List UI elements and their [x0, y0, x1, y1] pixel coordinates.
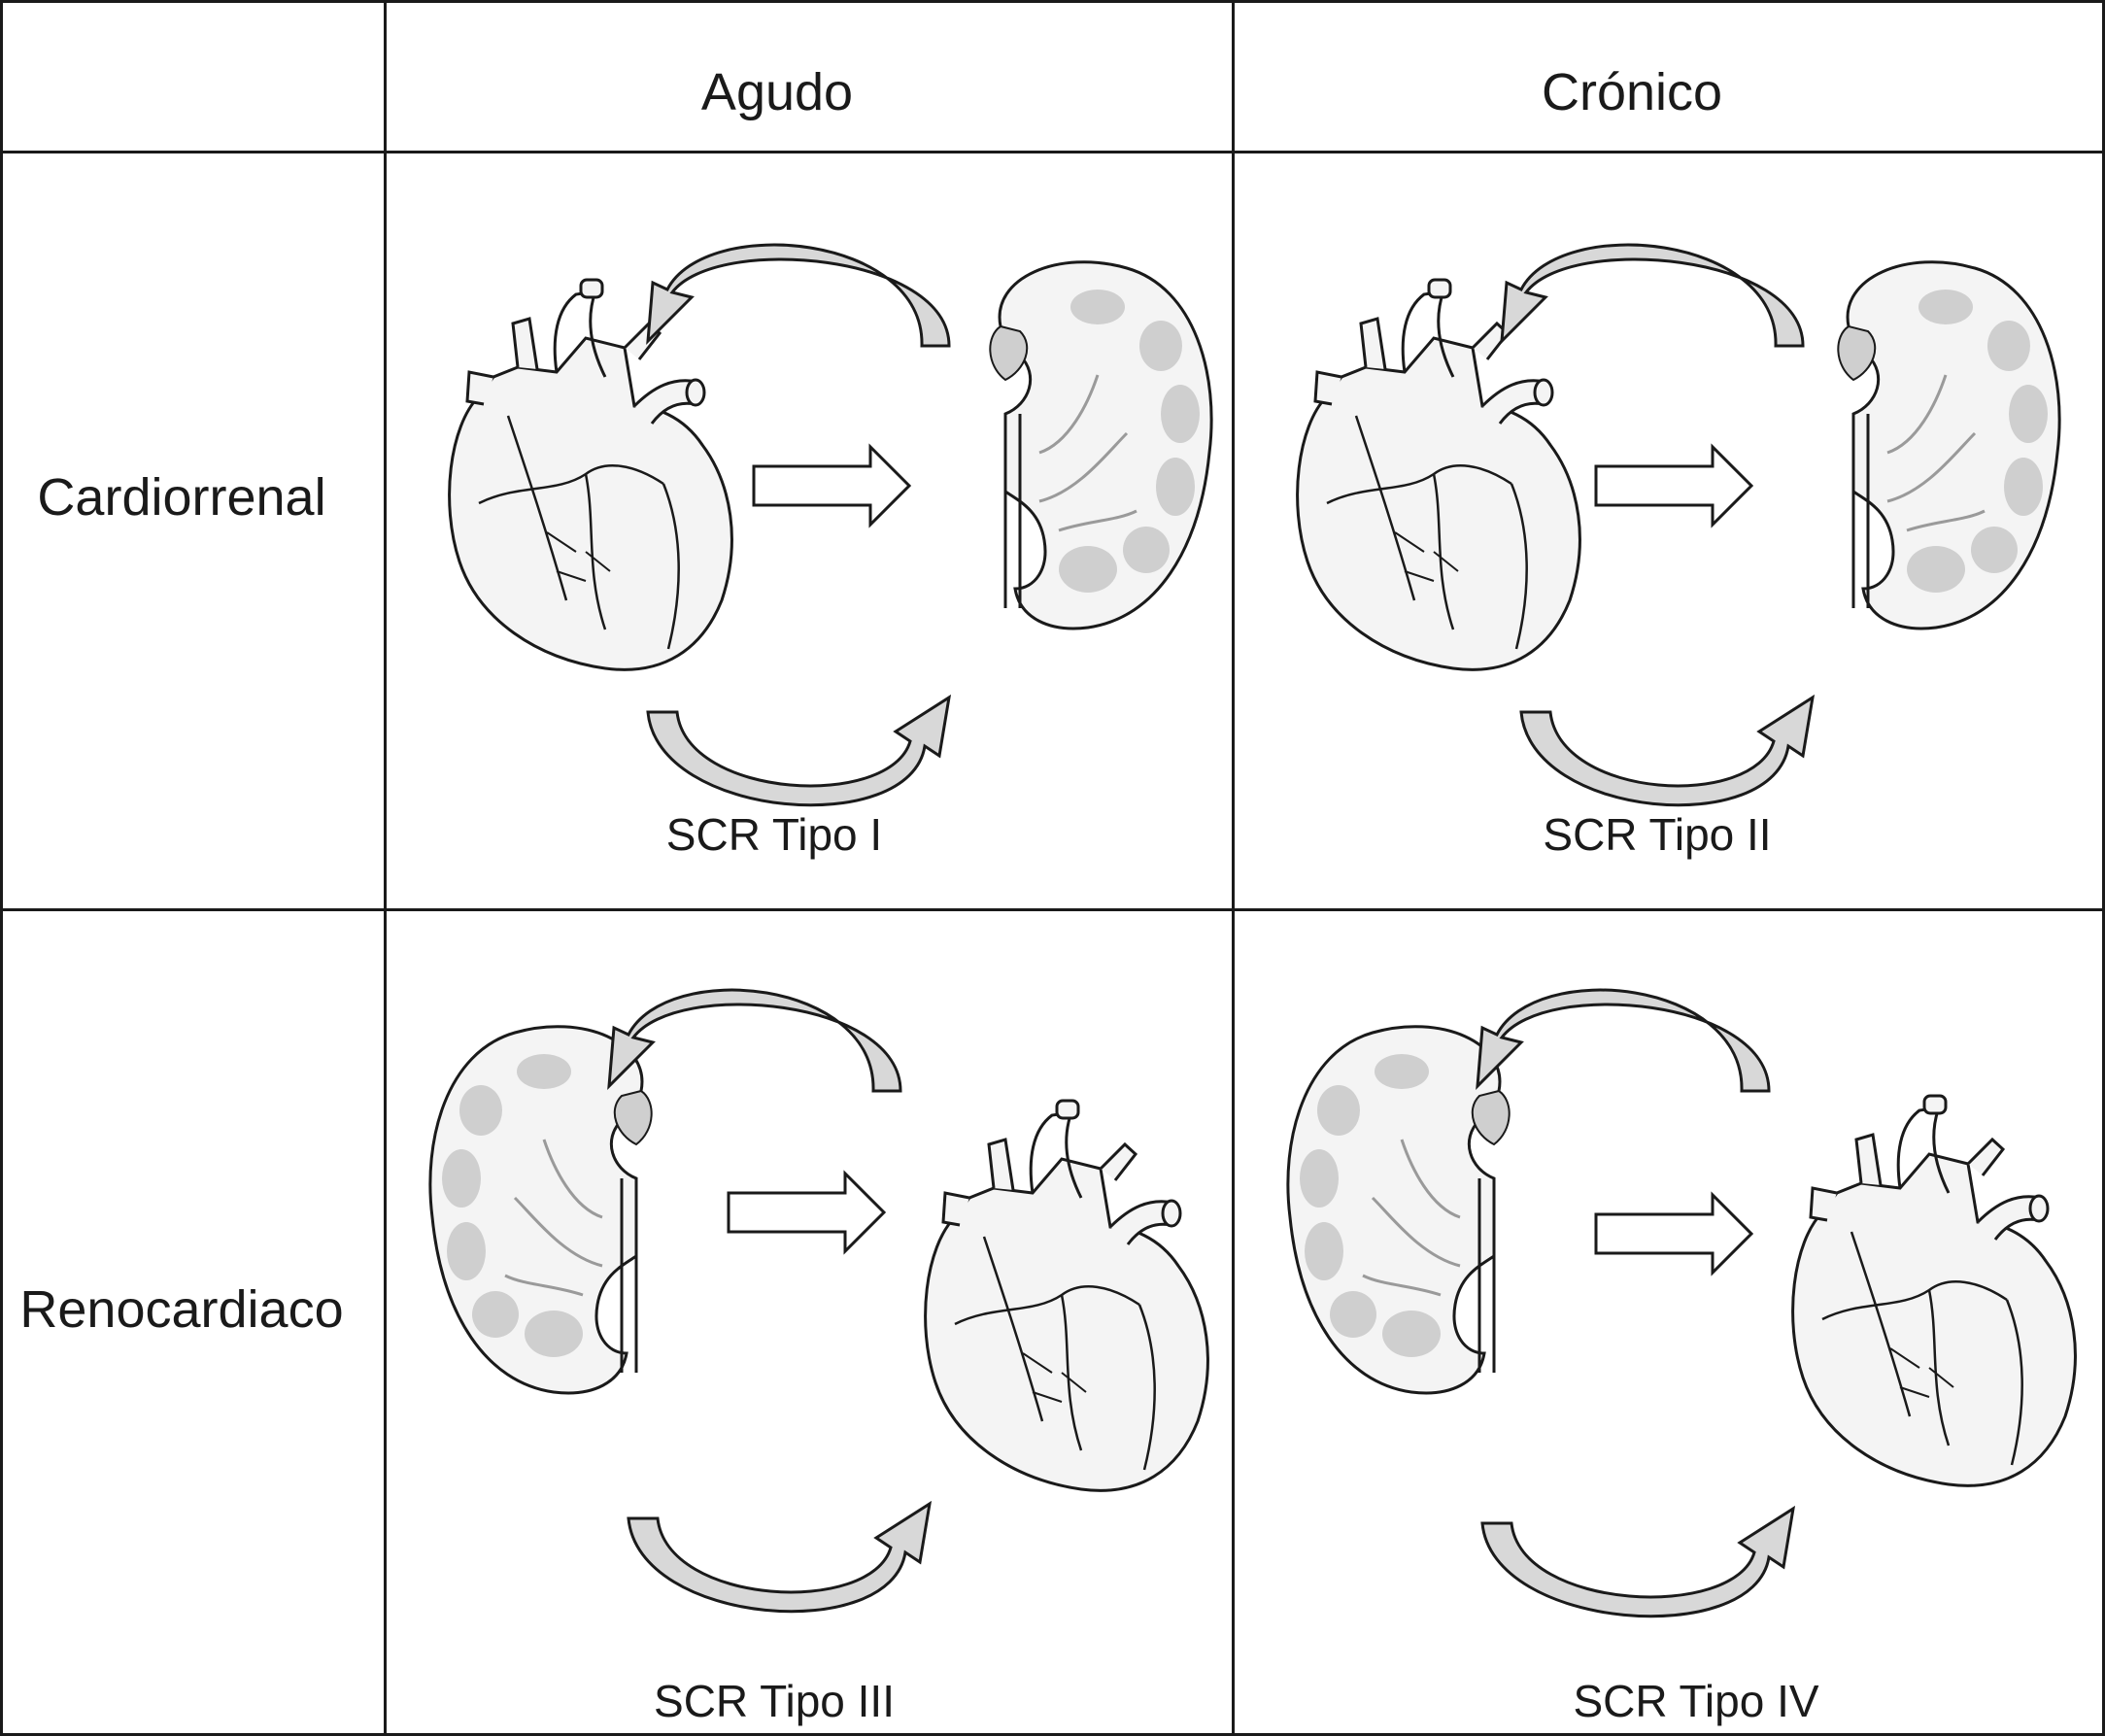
syndrome-diagram — [1286, 988, 2077, 1618]
progression-arrow — [727, 1170, 887, 1255]
feedback-arrow-bottom — [627, 1500, 933, 1614]
progression-arrow — [1594, 443, 1754, 528]
kidney-icon — [1286, 1025, 1511, 1395]
cell-scr-tipo-1 — [387, 153, 1232, 908]
row-label-cardiorrenal: Cardiorrenal — [37, 468, 326, 527]
caption-scr-tipo-1: SCR Tipo I — [665, 809, 883, 860]
cell-scr-tipo-2 — [1235, 153, 2102, 908]
column-header-agudo: Agudo — [700, 63, 854, 121]
syndrome-diagram — [448, 243, 1213, 807]
heart-icon — [1791, 1094, 2077, 1487]
table-row-divider-1 — [0, 151, 2105, 153]
caption-scr-tipo-4: SCR Tipo IV — [1573, 1676, 1819, 1726]
feedback-arrow-bottom — [1519, 694, 1816, 807]
feedback-arrow-top — [1476, 988, 1771, 1093]
column-header-cronico: Crónico — [1541, 63, 1723, 121]
table-border-left — [0, 0, 3, 1736]
table-border-bottom — [0, 1733, 2105, 1736]
feedback-arrow-top — [646, 243, 951, 348]
table-border-top — [0, 0, 2105, 3]
feedback-arrow-bottom — [646, 694, 952, 807]
kidney-icon — [989, 260, 1213, 630]
progression-arrow — [1594, 1191, 1754, 1276]
table-col-divider-1 — [384, 0, 387, 1736]
caption-scr-tipo-3: SCR Tipo III — [654, 1676, 895, 1726]
feedback-arrow-bottom — [1480, 1505, 1796, 1618]
table-border-right — [2102, 0, 2105, 1736]
kidney-icon — [428, 1025, 653, 1395]
cell-scr-tipo-4 — [1235, 911, 2102, 1733]
row-label-renocardiaco: Renocardiaco — [19, 1280, 344, 1339]
heart-icon — [924, 1099, 1209, 1492]
table-col-divider-2 — [1232, 0, 1235, 1736]
caption-scr-tipo-2: SCR Tipo II — [1543, 809, 1772, 860]
cell-scr-tipo-3 — [387, 911, 1232, 1733]
feedback-arrow-top — [607, 988, 902, 1093]
heart-icon — [448, 278, 733, 671]
progression-arrow — [752, 443, 912, 528]
feedback-arrow-top — [1500, 243, 1805, 348]
kidney-icon — [1837, 260, 2061, 630]
syndrome-diagram — [428, 988, 1209, 1614]
table-row-divider-2 — [0, 908, 2105, 911]
heart-icon — [1296, 278, 1581, 671]
syndrome-diagram — [1296, 243, 2061, 807]
